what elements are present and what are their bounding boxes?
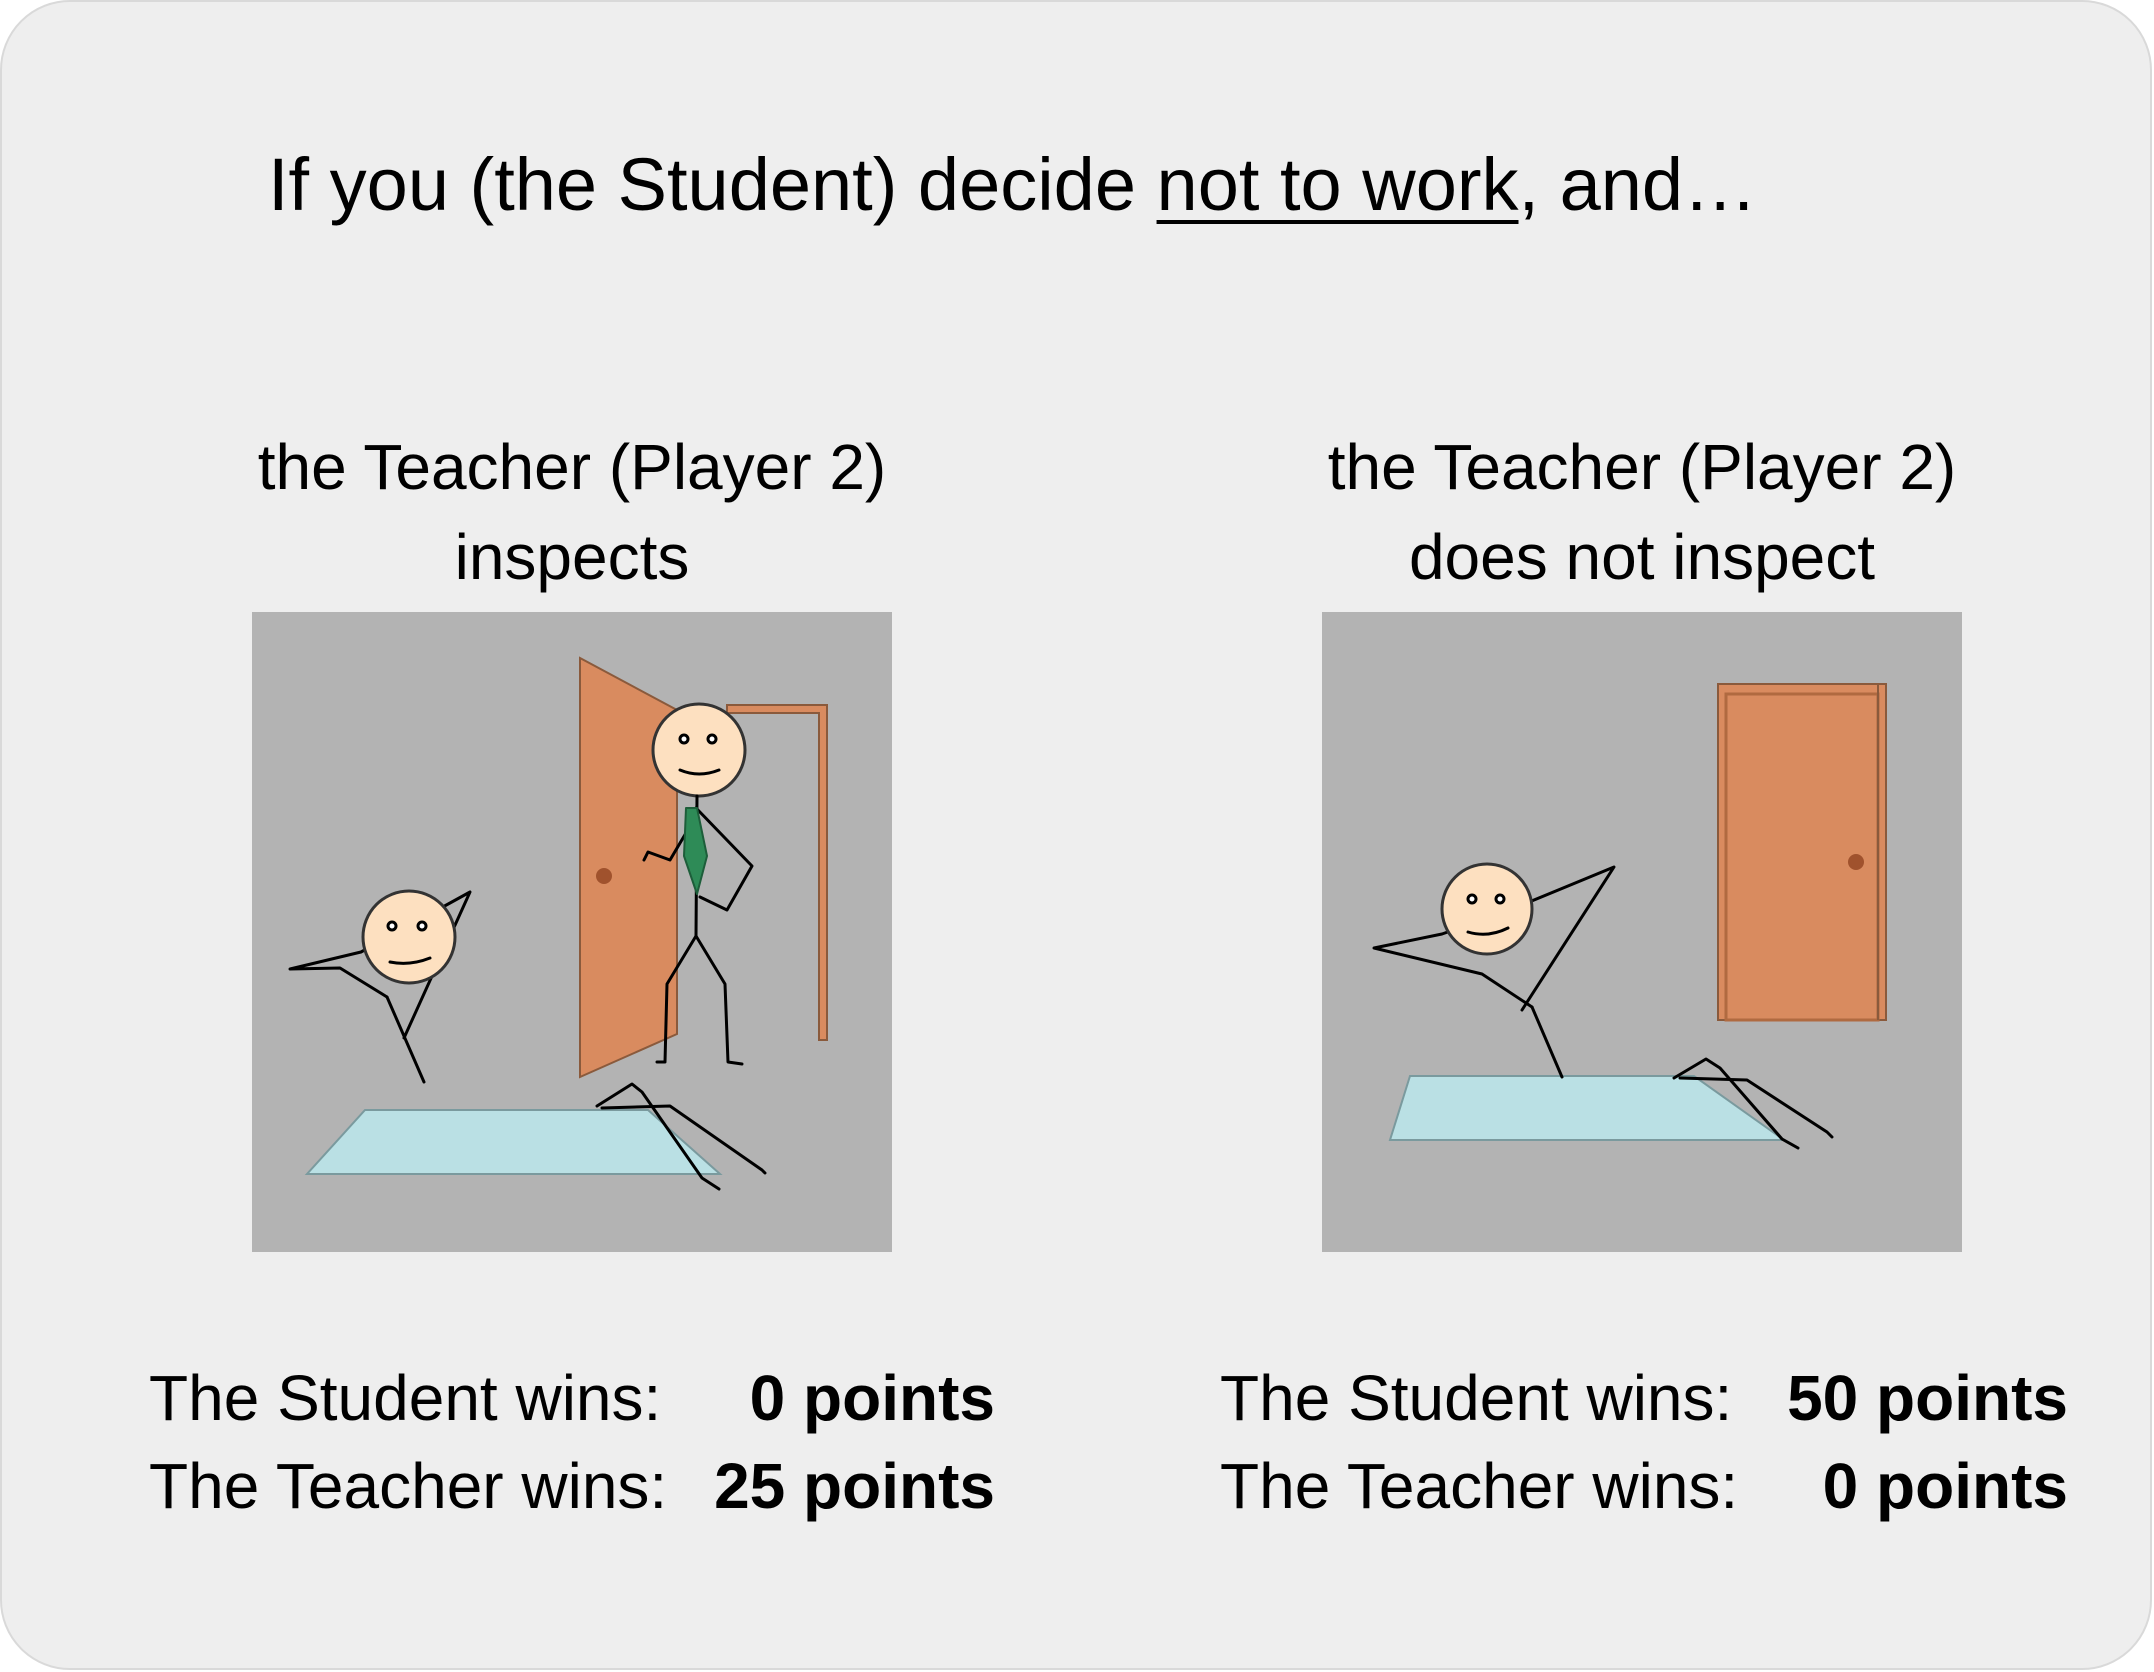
left-student-label: The Student wins: [149,1362,662,1434]
heading-suffix: , and… [1518,143,1758,226]
inspect-scene-illustration [252,612,892,1252]
heading-emphasis: not to work [1156,143,1519,226]
closed-door-icon [1717,683,1887,1022]
right-teacher-label: The Teacher wins: [1220,1450,1739,1522]
right-payoff: The Student wins: 50 points The Teacher … [1220,1354,2068,1530]
left-title-line2: inspects [454,521,690,593]
left-student-payoff-row: The Student wins: 0 points [149,1354,995,1442]
mat-icon [304,1109,723,1175]
right-student-payoff-row: The Student wins: 50 points [1220,1354,2068,1442]
right-title-line1: the Teacher (Player 2) [1327,431,1957,503]
scenario-heading: If you (the Student) decide not to work,… [268,140,1757,230]
left-teacher-value: 25 points [714,1450,995,1522]
left-outcome-title: the Teacher (Player 2) inspects [192,422,952,602]
right-student-label: The Student wins: [1220,1362,1733,1434]
left-title-line1: the Teacher (Player 2) [257,431,887,503]
left-payoff: The Student wins: 0 points The Teacher w… [149,1354,995,1530]
right-student-value: 50 points [1787,1362,2068,1434]
right-outcome-title: the Teacher (Player 2) does not inspect [1262,422,2022,602]
right-title-line2: does not inspect [1408,521,1876,593]
right-teacher-value: 0 points [1822,1450,2068,1522]
student-figure-icon [288,889,767,1191]
left-teacher-payoff-row: The Teacher wins: 25 points [149,1442,995,1530]
right-teacher-payoff-row: The Teacher wins: 0 points [1220,1442,2068,1530]
teacher-figure-icon [642,702,754,1066]
student-figure-icon [1372,862,1834,1150]
left-teacher-label: The Teacher wins: [149,1450,668,1522]
heading-prefix: If you (the Student) decide [268,143,1157,226]
no-inspect-scene-illustration [1322,612,1962,1252]
left-student-value: 0 points [749,1362,995,1434]
